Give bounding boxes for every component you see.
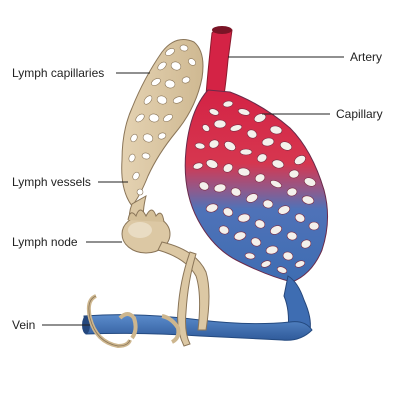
capillary-hole [222, 163, 234, 173]
capillary-hole [253, 113, 267, 123]
capillary-hole [265, 245, 279, 255]
lymph-capillary-hole [135, 113, 145, 123]
capillary-hole [269, 125, 283, 135]
lymph-capillary-hole [132, 171, 140, 181]
lymph-capillary-hole [157, 61, 167, 71]
capillary-hole [301, 195, 315, 205]
capillary-hole [254, 219, 266, 229]
lymph-capillary-hole [157, 132, 167, 140]
label-lymph-node: Lymph node [12, 235, 78, 249]
capillary-mesh [192, 100, 320, 274]
capillary-hole [237, 108, 251, 116]
lymph-capillary-hole [156, 95, 168, 105]
lymph-capillary-mesh [128, 44, 196, 196]
capillary-hole [198, 181, 210, 191]
lymph-capillary-hole [163, 114, 173, 122]
capillary-hole [303, 177, 317, 187]
capillary-hole [205, 203, 219, 213]
lymph-capillary-hole [128, 153, 136, 163]
capillary-hole [286, 187, 298, 197]
lymph-loop-left-outline [88, 295, 131, 347]
capillary-hole [239, 148, 253, 156]
capillary-hole [205, 159, 219, 169]
lymph-capillary-hole [130, 133, 138, 143]
lymph-capillary-hole [164, 79, 176, 89]
capillary-hole [246, 129, 258, 139]
capillary-hole [208, 139, 220, 149]
capillary-hole [233, 231, 247, 241]
lymph-capillary-hole [141, 152, 151, 160]
lymph-node-highlight [128, 222, 152, 238]
label-lymph-capillaries: Lymph capillaries [12, 66, 104, 80]
capillary-hole [250, 237, 262, 247]
capillary-hole [270, 179, 282, 189]
capillary-hole [288, 169, 300, 179]
lymph-strand [177, 251, 197, 347]
capillary-hole [294, 260, 306, 268]
capillary-hole [254, 173, 266, 183]
capillary-hole [279, 141, 293, 151]
capillary-hole [282, 251, 294, 261]
capillary-hole [213, 183, 227, 193]
lymph-capillary-hole [179, 44, 189, 52]
label-artery: Artery [350, 50, 382, 64]
capillary-hole [294, 213, 306, 223]
capillary-hole [261, 137, 275, 147]
capillary-hole [270, 225, 282, 235]
artery-opening [212, 26, 232, 34]
capillary-hole [224, 141, 236, 151]
lymph-capillary-hole [172, 96, 184, 104]
capillary-hole [192, 162, 204, 170]
capillary-hole [308, 221, 320, 231]
capillary-hole [237, 213, 251, 223]
capillary-hole [222, 207, 234, 217]
capillary-hole [256, 153, 268, 163]
capillary-hole [237, 167, 251, 177]
venule-vessel [283, 275, 311, 331]
lymph-loop-right [161, 314, 181, 344]
lymph-node-valves [127, 209, 165, 223]
lymph-capillary-hole [151, 78, 161, 86]
capillary-hole [271, 159, 285, 169]
capillary-hole [213, 119, 227, 129]
capillary-hole [230, 187, 242, 197]
lymph-capillary-hole [142, 133, 154, 143]
capillary-hole [229, 124, 243, 132]
lymph-capillary-hole [188, 58, 196, 66]
label-lymph-vessels: Lymph vessels [12, 175, 91, 189]
capillary-hole [277, 205, 291, 215]
lymph-capillary-hole [181, 76, 191, 84]
label-capillary: Capillary [336, 107, 383, 121]
artery-vessel [205, 27, 233, 96]
capillary-hole [262, 199, 274, 209]
capillary-hole [202, 124, 210, 132]
capillary-hole [208, 108, 220, 116]
lymph-capillary-hole [136, 188, 144, 196]
capillary-hole [294, 155, 306, 165]
capillary-hole [222, 100, 234, 108]
label-vein: Vein [12, 318, 35, 332]
capillary-hole [244, 252, 256, 260]
capillary-hole [300, 239, 312, 249]
capillary-hole [246, 193, 258, 203]
lymph-capillary-hole [165, 48, 175, 56]
lymph-capillary-hole [170, 61, 182, 71]
capillary-hole [260, 260, 272, 268]
lymph-loop-mid [118, 312, 138, 340]
capillary-hole [286, 231, 298, 241]
lymph-capillary-hole [148, 113, 160, 123]
lymph-capillary-hole [143, 95, 153, 105]
capillary-hole [194, 142, 206, 150]
capillary-hole [218, 225, 230, 235]
capillary-hole [276, 266, 288, 274]
